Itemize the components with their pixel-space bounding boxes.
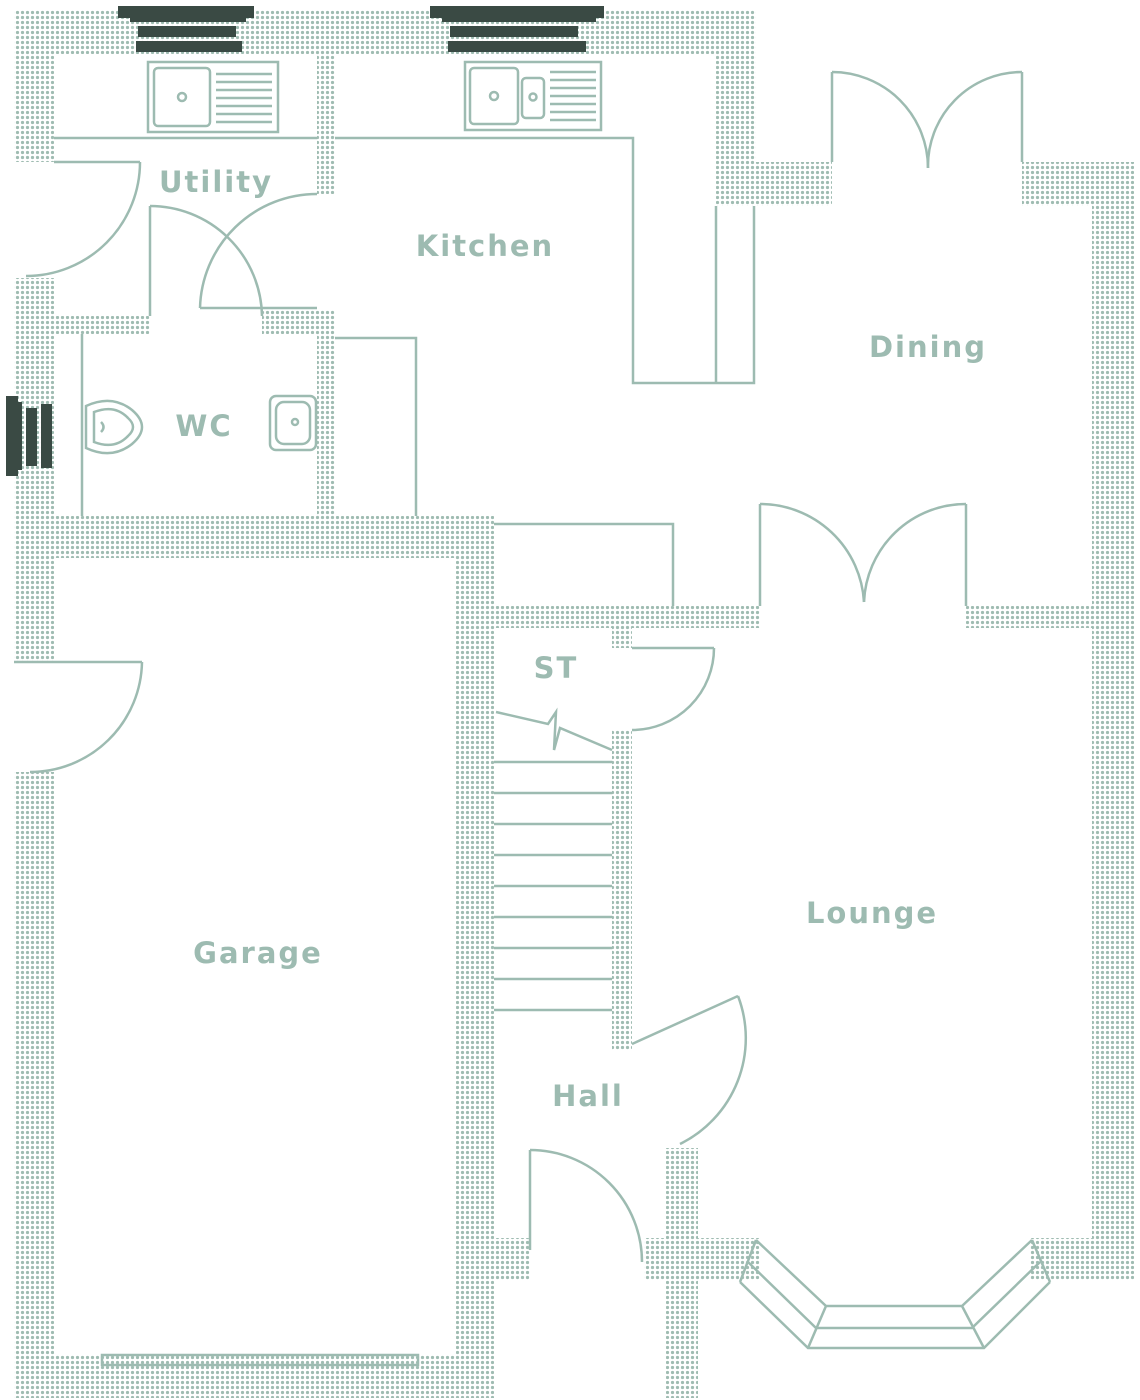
garage-door-window bbox=[100, 1353, 420, 1367]
window-icon bbox=[738, 1239, 1052, 1350]
wall-hall-bottom-left bbox=[494, 1238, 530, 1280]
wall-left-upper bbox=[14, 10, 54, 162]
kitchen-worktop bbox=[335, 136, 756, 385]
room-label-garage: Garage bbox=[193, 936, 323, 970]
fittings bbox=[54, 136, 756, 1367]
door-icon bbox=[631, 646, 716, 732]
room-labels: Utility Kitchen Dining WC ST Lounge Gara… bbox=[159, 165, 987, 1113]
kitchen-side-unit bbox=[335, 336, 418, 516]
radiator-icon bbox=[6, 396, 52, 476]
wall-lounge-bottom-left bbox=[644, 1238, 760, 1280]
room-label-lounge: Lounge bbox=[806, 896, 938, 930]
toilet-icon bbox=[84, 399, 144, 455]
door-icon bbox=[198, 192, 318, 310]
door-icon bbox=[758, 502, 968, 606]
door-icon bbox=[25, 160, 142, 278]
door-icon bbox=[528, 1148, 644, 1263]
wall-bottom-garage bbox=[14, 1355, 494, 1398]
door-icon bbox=[14, 660, 144, 774]
room-label-wc: WC bbox=[175, 409, 232, 443]
door-icon bbox=[631, 994, 748, 1146]
stairs-icon bbox=[494, 707, 613, 1012]
wall-wc-top bbox=[54, 316, 150, 334]
wall-stairs-right bbox=[612, 606, 632, 648]
door-icon bbox=[830, 70, 1024, 169]
room-label-utility: Utility bbox=[159, 165, 273, 199]
sink-icon bbox=[146, 60, 280, 134]
radiator-icon bbox=[430, 6, 604, 52]
wall-right bbox=[1092, 162, 1134, 1280]
room-label-kitchen: Kitchen bbox=[416, 229, 554, 263]
room-label-dining: Dining bbox=[869, 330, 987, 364]
room-label-st: ST bbox=[534, 651, 579, 685]
radiator-icon bbox=[118, 6, 254, 52]
wall-garage-top bbox=[54, 516, 494, 558]
wall-left-middle bbox=[14, 278, 54, 663]
wall-stairs-right-lower bbox=[612, 730, 632, 1050]
door-icon bbox=[148, 204, 264, 317]
room-label-hall: Hall bbox=[552, 1079, 624, 1113]
sink-icon bbox=[463, 60, 603, 132]
walls bbox=[14, 10, 1134, 1398]
doors bbox=[14, 70, 1024, 1263]
wall-dining-top-left bbox=[716, 162, 832, 206]
wall-dining-lounge-right bbox=[966, 606, 1134, 628]
wall-left-lower bbox=[14, 772, 54, 1398]
wall-wc-right bbox=[317, 310, 335, 518]
hall-cupboard bbox=[494, 522, 675, 606]
basin-icon bbox=[268, 394, 318, 452]
wall-utility-kitchen bbox=[317, 54, 335, 194]
wall-garage-right bbox=[456, 516, 494, 1398]
